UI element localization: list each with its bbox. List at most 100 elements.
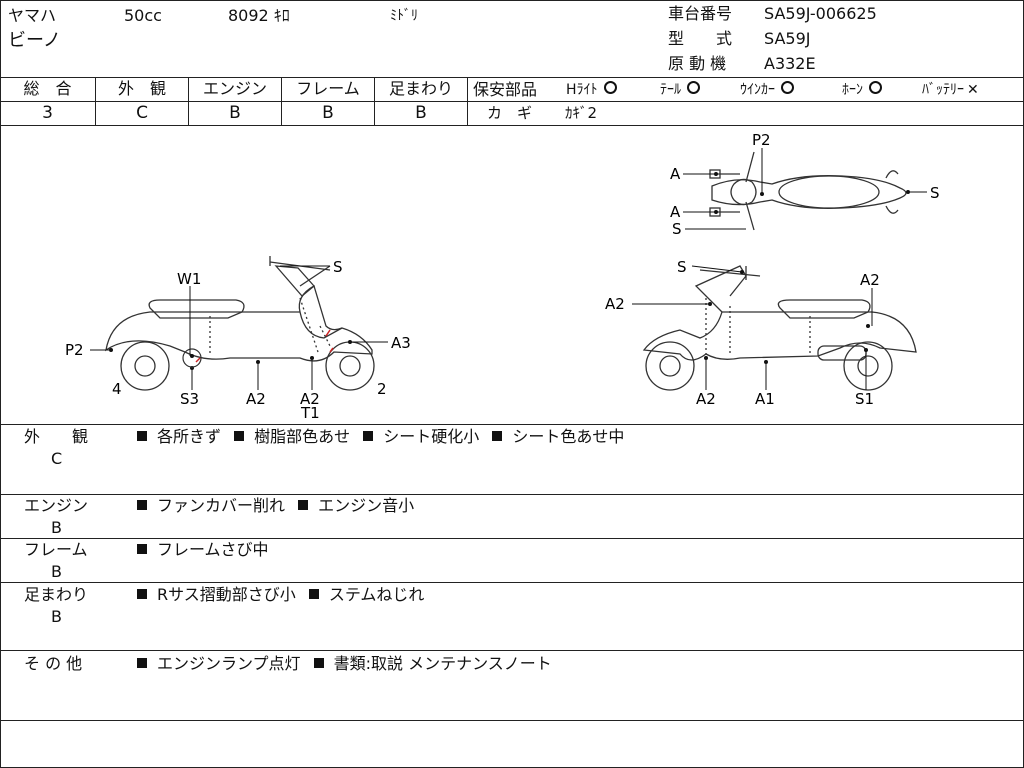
w1-marker-circle xyxy=(182,348,202,368)
diagram-label: 4 xyxy=(112,380,122,398)
ok-circle-icon xyxy=(603,81,617,94)
diagram-label: T1 xyxy=(300,404,320,422)
engine-value: A332E xyxy=(764,54,816,73)
comment-suspension-grade: B xyxy=(51,607,62,626)
bullet-icon xyxy=(308,589,319,599)
key-value: ｶｷﾞ2 xyxy=(565,104,598,122)
bullet-icon xyxy=(137,500,147,510)
displacement: 50cc xyxy=(124,6,162,25)
scooter-left-view xyxy=(105,256,375,391)
diagram-label: S3 xyxy=(180,390,199,408)
diagram-label: S xyxy=(333,258,343,276)
diagram-label: A2 xyxy=(605,295,625,313)
note-item: シート硬化小 xyxy=(383,427,480,446)
rule-grade-bottom xyxy=(0,125,1024,126)
comment-exterior: 外 観 C xyxy=(24,426,104,470)
diagram-label: A3 xyxy=(391,334,411,352)
color: ﾐﾄﾞﾘ xyxy=(390,8,418,24)
bullet-icon xyxy=(298,500,309,510)
mileage: 8092 ｷﾛ xyxy=(228,6,290,25)
right-view-leaders xyxy=(632,265,873,390)
grade-suspension-label: 足まわり xyxy=(388,79,453,98)
comment-other: そ の 他 xyxy=(24,653,104,675)
safety-item-label: ﾎｰﾝ xyxy=(842,82,863,98)
note-item: Rサス摺動部さび小 xyxy=(157,585,296,604)
scooter-top-view xyxy=(709,151,907,231)
left-view-markers xyxy=(109,340,352,370)
exterior-notes: 各所きず 樹脂部色あせ シート硬化小 シート色あせ中 xyxy=(135,426,630,448)
ok-circle-icon xyxy=(687,81,700,94)
rule-frame-bottom xyxy=(0,582,1024,583)
rule-other-bottom xyxy=(0,720,1024,721)
damage-diagram: P2 A A S S S W1 P2 A3 4 S3 A2 A2 T1 2 xyxy=(65,131,940,422)
safety-item-headlight: Hﾗｲﾄ xyxy=(566,80,617,100)
type-value: SA59J xyxy=(764,29,811,48)
diagram-label: W1 xyxy=(177,270,201,288)
comment-suspension-label: 足まわり xyxy=(24,585,89,604)
note-item: シート色あせ中 xyxy=(512,427,625,446)
grade-frame-label: フレーム xyxy=(296,79,360,98)
comment-engine-label: エンジン xyxy=(24,496,89,515)
bullet-icon xyxy=(492,431,503,441)
bullet-icon xyxy=(137,431,147,441)
comment-suspension: 足まわり B xyxy=(24,584,104,628)
engine-notes: ファンカバー削れ エンジン音小 xyxy=(135,495,420,517)
rule-suspension-bottom xyxy=(0,650,1024,651)
ok-circle-icon xyxy=(869,81,882,94)
comment-frame: フレーム B xyxy=(24,539,104,583)
note-item: 各所きず xyxy=(157,427,222,446)
bullet-icon xyxy=(363,431,374,441)
note-item: 樹脂部色あせ xyxy=(254,427,351,446)
diagram-label: A2 xyxy=(696,390,716,408)
comment-engine: エンジン B xyxy=(24,495,104,539)
comment-exterior-grade: C xyxy=(51,449,63,468)
diagram-label: P2 xyxy=(752,131,771,149)
scooter-right-view xyxy=(642,265,917,391)
rule-v1 xyxy=(95,77,96,125)
safety-item-horn: ﾎｰﾝ xyxy=(842,80,882,100)
key-label: カ ギ xyxy=(487,104,533,122)
diagram-label: A2 xyxy=(300,390,320,408)
rule-safety-middle xyxy=(467,101,1024,102)
diagram-label: A xyxy=(670,203,681,221)
grade-overall: 3 xyxy=(42,103,53,123)
comment-exterior-label: 外 観 xyxy=(24,427,89,446)
safety-label: 保安部品 xyxy=(473,80,538,99)
grade-frame: B xyxy=(322,103,334,123)
rule-engine-bottom xyxy=(0,538,1024,539)
type-label: 型 式 xyxy=(668,29,733,48)
comment-engine-grade: B xyxy=(51,518,62,537)
diagram-label: 2 xyxy=(377,380,387,398)
bullet-icon xyxy=(137,658,147,668)
left-view-leaders xyxy=(90,265,388,390)
note-item: エンジン音小 xyxy=(318,496,415,515)
rule-header-bottom xyxy=(0,77,1024,78)
top-view-leaders xyxy=(683,148,927,230)
diagram-label: S1 xyxy=(855,390,874,408)
note-item: エンジンランプ点灯 xyxy=(157,654,301,673)
diagram-label: A xyxy=(670,165,681,183)
frame-no-label: 車台番号 xyxy=(668,4,733,23)
grade-exterior: C xyxy=(136,103,148,123)
rule-v5 xyxy=(467,77,468,125)
safety-item-tail: ﾃｰﾙ xyxy=(660,80,700,100)
grade-overall-label: 総 合 xyxy=(23,79,72,98)
safety-item-label: ｳｲﾝｶｰ xyxy=(740,82,775,98)
rule-diagram-bottom xyxy=(0,424,1024,425)
diagram-label: S xyxy=(672,220,682,238)
right-view-markers xyxy=(704,270,870,364)
suspension-notes: Rサス摺動部さび小 ステムねじれ xyxy=(135,584,430,606)
safety-item-label: ﾃｰﾙ xyxy=(660,82,681,98)
note-item: 書類:取説 メンテナンスノート xyxy=(333,654,552,673)
grade-engine: B xyxy=(229,103,241,123)
grade-engine-label: エンジン xyxy=(202,79,267,98)
ng-cross-icon: ✕ xyxy=(967,82,979,98)
diagram-label: A2 xyxy=(860,271,880,289)
rule-exterior-bottom xyxy=(0,494,1024,495)
note-item: ファンカバー削れ xyxy=(157,496,286,515)
grade-suspension: B xyxy=(415,103,427,123)
bullet-icon xyxy=(234,431,245,441)
safety-item-battery: ﾊﾞｯﾃﾘｰ✕ xyxy=(922,80,979,100)
rule-v3 xyxy=(281,77,282,125)
rule-v4 xyxy=(374,77,375,125)
